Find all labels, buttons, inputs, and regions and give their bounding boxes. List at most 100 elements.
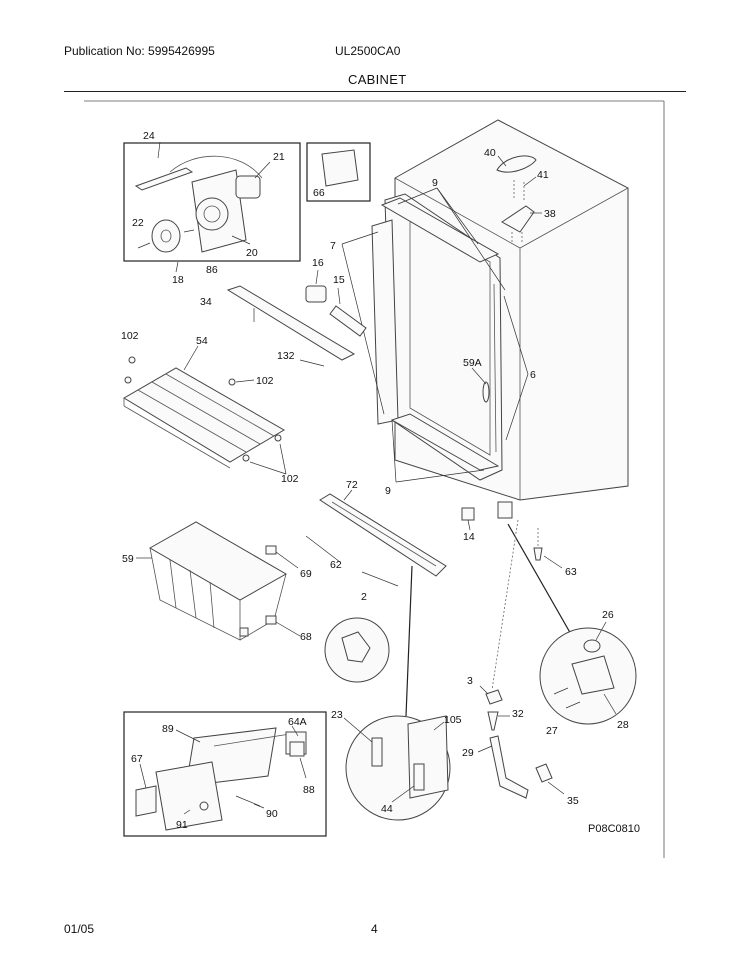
label-86: 86 [206,264,218,276]
hinge-pin-29 [489,735,529,799]
shelf-lip-front [123,405,231,469]
leader-hinge-detail [507,523,573,637]
fan-motor [235,175,261,199]
leader-91 [183,809,191,815]
thermostat-67 [135,785,157,817]
label-21: 21 [273,151,285,163]
label-24: 24 [143,130,155,142]
shelf-clip-4 [274,434,282,442]
footer-date: 01/05 [64,922,95,936]
screw-32 [487,711,499,731]
label-29: 29 [462,747,474,759]
control-housing-91 [155,761,223,831]
label-34: 34 [200,296,212,308]
leader-15 [337,287,341,305]
switch-14 [461,507,475,521]
label-89: 89 [162,723,174,735]
fan-blade-hub [160,229,172,243]
shelf-clip-2 [124,376,132,384]
leader-6b [505,373,529,441]
label-23: 23 [331,709,343,721]
shelf-wire-3 [165,373,275,437]
label-132: 132 [277,350,295,362]
leader-35 [547,781,565,795]
basket-stop-68a [265,615,277,625]
leader-14 [467,519,471,531]
panel-edge [213,733,291,747]
screw-27b [565,701,581,709]
leader-9b-2 [395,469,485,483]
leader-132 [299,359,325,367]
control-panel-box [123,711,327,837]
label-102-b: 102 [256,375,274,387]
shelf-wire-1 [137,389,247,453]
bushing-26 [583,639,601,653]
leader-24 [157,141,161,159]
kickplate-grille [331,501,437,567]
gasket-top [380,197,500,263]
shelf-wire-2 [151,381,261,445]
clip-44 [413,763,425,791]
shelf-clip-5 [242,454,250,462]
relay-box [306,142,371,202]
leader-20 [231,235,251,245]
leader-89 [175,729,201,743]
label-2: 2 [361,591,367,603]
leader-26 [595,621,607,641]
hinge-cover-40 [496,155,537,173]
leader-67 [139,763,147,789]
screw-63 [533,547,543,561]
leader-6a [503,295,529,375]
leader-16 [315,269,319,285]
leader-23 [343,717,373,743]
label-63: 63 [565,566,577,578]
label-38: 38 [544,208,556,220]
label-6: 6 [530,369,536,381]
control-knob [199,801,209,811]
fan-screw-22 [137,242,151,249]
gasket-right [493,283,497,453]
light-bulb-15 [329,305,367,337]
leader-62a [305,535,341,563]
label-68: 68 [300,631,312,643]
header-rule [64,91,686,92]
label-22: 22 [132,217,144,229]
fan-motor-hub [203,205,221,223]
thermostat-59a [482,381,490,403]
leader-102-c2 [249,461,287,475]
label-3: 3 [467,675,473,687]
basket-wire-1 [169,559,177,609]
footer-page-number: 4 [371,922,378,936]
fan-screw-86 [183,229,195,233]
hinge-38 [501,205,535,233]
clip-23 [371,737,383,767]
label-41: 41 [537,169,549,181]
light-socket-16 [305,285,327,303]
fan-assembly-box [123,142,301,262]
label-105: 105 [444,714,462,726]
label-90: 90 [266,808,278,820]
leader-64a [291,725,299,737]
leader-9a-1 [397,187,438,205]
fan-bracket-strip [134,167,194,191]
publication-number: Publication No: 5995426995 [64,44,215,58]
label-27: 27 [546,725,558,737]
leveler-2 [341,631,371,663]
label-40: 40 [484,147,496,159]
label-67: 67 [131,753,143,765]
leader-105 [433,721,445,731]
leader-63 [543,555,563,569]
shelf-clip-3 [228,378,236,386]
fan-blade [151,219,181,253]
diagram-code: P08C0810 [588,823,640,835]
label-16: 16 [312,257,324,269]
label-9-top: 9 [432,177,438,189]
leader-72 [343,489,353,501]
leader-102-c1 [279,443,287,475]
fan-wire [169,155,263,179]
label-35: 35 [567,795,579,807]
leader-68 [275,621,301,637]
screw-90 [235,795,261,807]
label-26: 26 [602,609,614,621]
